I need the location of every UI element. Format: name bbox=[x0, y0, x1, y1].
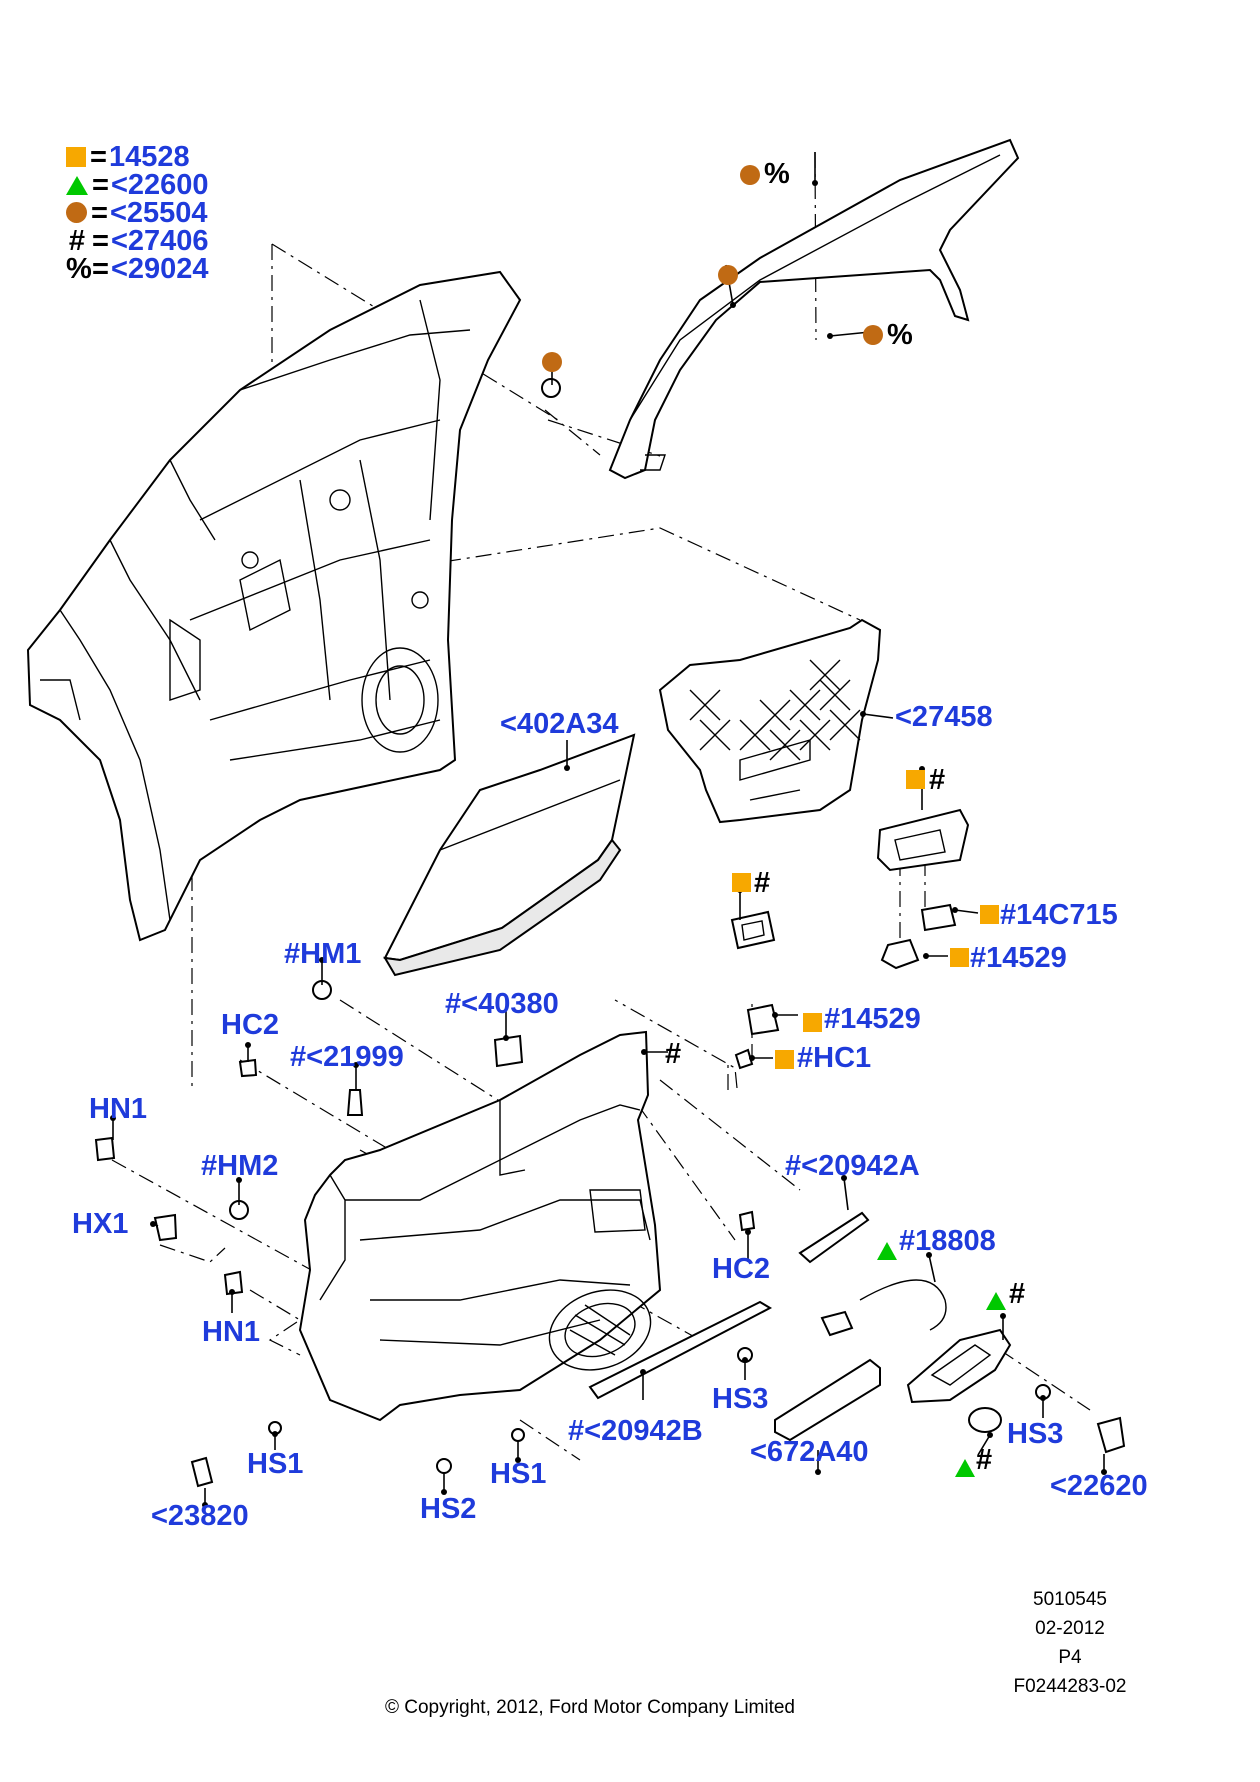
hash-glyph: # bbox=[68, 225, 86, 257]
callout-hn1: HN1 bbox=[202, 1316, 261, 1348]
legend-row-triangle: =<22600 bbox=[66, 169, 209, 201]
callout-23820: <23820 bbox=[151, 1500, 249, 1532]
callout-22620: <22620 bbox=[1050, 1470, 1148, 1502]
legend-code: 14528 bbox=[108, 141, 190, 173]
issue-date: 02-2012 bbox=[1035, 1618, 1105, 1639]
legend-code: <29024 bbox=[110, 253, 209, 285]
callout-hx1: HX1 bbox=[72, 1208, 129, 1240]
callout-hs2: HS2 bbox=[420, 1493, 477, 1525]
page-number: P4 bbox=[1058, 1647, 1082, 1668]
legend-row-percent: %=<29024 bbox=[66, 253, 209, 285]
callout-hc2: HC2 bbox=[221, 1009, 280, 1041]
callout-hash: # bbox=[665, 1038, 682, 1070]
callout-14529: #14529 bbox=[824, 1003, 921, 1035]
insulation-pad bbox=[658, 618, 882, 824]
callout-percent: % bbox=[887, 319, 913, 351]
callout-20942b: #<20942B bbox=[568, 1415, 703, 1447]
green-triangle-icon bbox=[955, 1459, 975, 1477]
window-switch-parts bbox=[730, 808, 970, 1070]
callout-402a34: <402A34 bbox=[500, 708, 619, 740]
reference-number: 5010545 bbox=[1033, 1589, 1107, 1610]
window-frame-trim bbox=[608, 138, 1020, 480]
callout-18808: #18808 bbox=[899, 1225, 996, 1257]
green-triangle-icon bbox=[877, 1242, 897, 1260]
callout-hash: # bbox=[754, 867, 771, 899]
leader-lines bbox=[112, 152, 1105, 1505]
callout-40380: #<40380 bbox=[445, 988, 559, 1020]
callout-hm2: #HM2 bbox=[201, 1150, 279, 1182]
orange-square-icon bbox=[803, 1013, 822, 1032]
brown-circle-icon bbox=[863, 325, 883, 345]
door-frame bbox=[26, 270, 522, 942]
legend-code: <22600 bbox=[110, 169, 209, 201]
door-trim-panel bbox=[298, 1030, 662, 1422]
callout-14529: #14529 bbox=[970, 942, 1067, 974]
brown-circle-icon bbox=[66, 202, 87, 223]
callout-percent: % bbox=[764, 158, 790, 190]
brown-circle-icon bbox=[718, 265, 738, 285]
callout-hs1: HS1 bbox=[490, 1458, 547, 1490]
green-triangle-icon bbox=[986, 1292, 1006, 1310]
legend-row-square: =14528 bbox=[66, 141, 190, 173]
callout-27458: <27458 bbox=[895, 701, 993, 733]
orange-square-icon bbox=[906, 770, 925, 789]
legend-code: <25504 bbox=[109, 197, 208, 229]
copyright-notice: © Copyright, 2012, Ford Motor Company Li… bbox=[384, 1697, 795, 1718]
green-triangle-icon bbox=[66, 176, 88, 195]
brown-circle-icon bbox=[740, 165, 760, 185]
orange-square-icon bbox=[775, 1050, 794, 1069]
callout-hs3: HS3 bbox=[1007, 1418, 1064, 1450]
orange-square-icon bbox=[980, 905, 999, 924]
callout-hs3: HS3 bbox=[712, 1383, 769, 1415]
callout-hc1: #HC1 bbox=[797, 1042, 872, 1074]
orange-square-icon bbox=[950, 948, 969, 967]
percent-glyph: % bbox=[66, 253, 92, 285]
callout-hash: # bbox=[976, 1444, 993, 1476]
callout-hs1: HS1 bbox=[247, 1448, 304, 1480]
callout-hash: # bbox=[1009, 1278, 1026, 1310]
callout-hash: # bbox=[929, 764, 946, 796]
fasteners bbox=[94, 378, 1051, 1474]
callout-672a40: <672A40 bbox=[750, 1436, 869, 1468]
callout-hc2: HC2 bbox=[712, 1253, 771, 1285]
orange-square-icon bbox=[732, 873, 751, 892]
legend-row-circle: =<25504 bbox=[66, 197, 208, 229]
callout-hn1: HN1 bbox=[89, 1093, 148, 1125]
handle-parts bbox=[190, 1279, 1126, 1488]
legend-code: <27406 bbox=[110, 225, 209, 257]
callout-swatches bbox=[542, 165, 1006, 1477]
callout-20942a: #<20942A bbox=[785, 1150, 920, 1182]
orange-square-icon bbox=[66, 147, 86, 167]
legend-row-hash: #=<27406 bbox=[66, 225, 209, 257]
callout-14c715: #14C715 bbox=[1000, 899, 1118, 931]
callout-hm1: #HM1 bbox=[284, 938, 362, 970]
brown-circle-icon bbox=[542, 352, 562, 372]
armrest-strips bbox=[588, 1211, 870, 1400]
figure-id: F0244283-02 bbox=[1013, 1676, 1127, 1697]
water-shield bbox=[383, 733, 636, 977]
callout-21999: #<21999 bbox=[290, 1041, 404, 1073]
